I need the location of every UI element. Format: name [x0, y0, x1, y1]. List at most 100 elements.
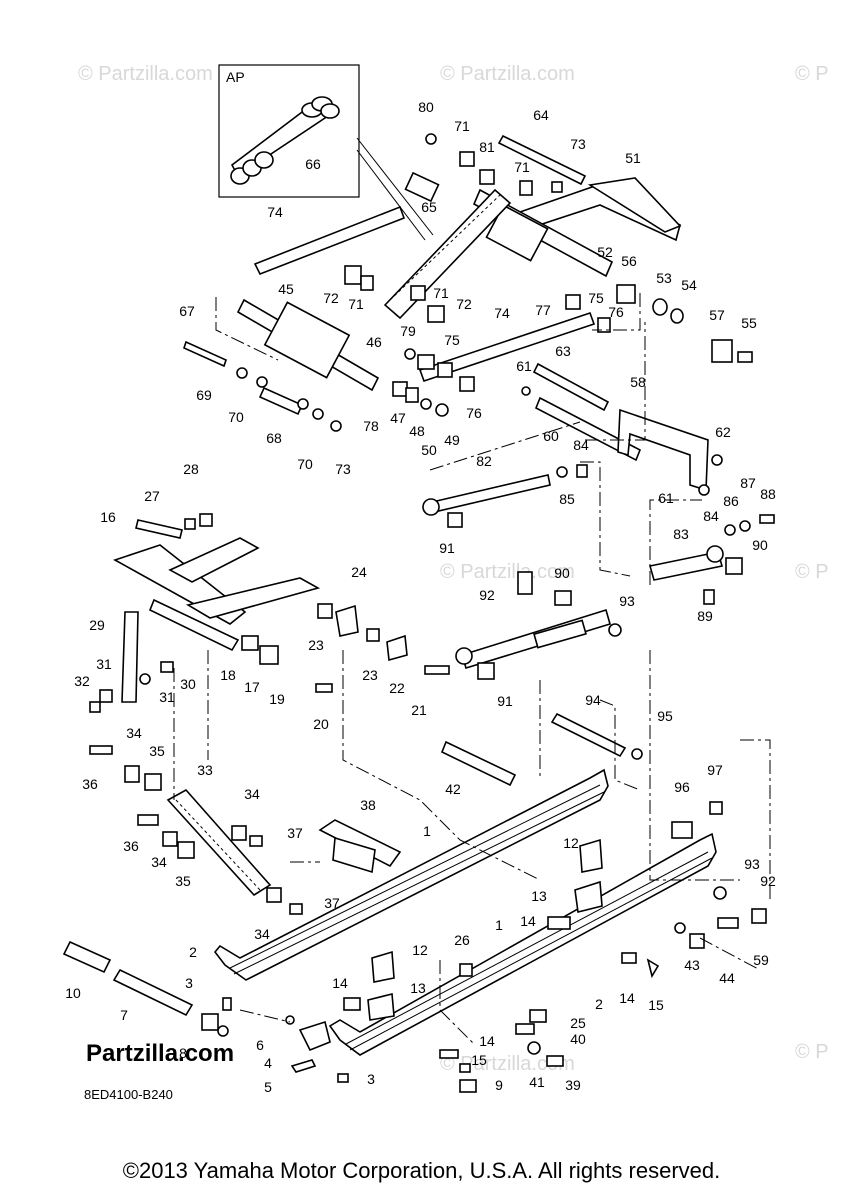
callout-number: 90: [752, 537, 768, 553]
callout-number: 71: [514, 159, 530, 175]
callout-number: 77: [535, 302, 551, 318]
callout-number: 21: [411, 702, 427, 718]
callout-number: 25: [570, 1015, 586, 1031]
watermark: © Partzilla.com: [78, 63, 213, 85]
callout-number: 34: [254, 926, 270, 942]
callout-number: 8: [179, 1045, 187, 1061]
callout-number: 84: [573, 437, 589, 453]
callout-number: 79: [400, 323, 416, 339]
callout-number: 23: [308, 637, 324, 653]
callout-number: 41: [529, 1074, 545, 1090]
callout-number: 19: [269, 691, 285, 707]
callout-number: 36: [82, 776, 98, 792]
drawing-code: 8ED4100-B240: [84, 1087, 173, 1102]
callout-number: 53: [656, 270, 672, 286]
watermark: © P: [795, 63, 829, 85]
callout-number: 92: [479, 587, 495, 603]
callout-number: 2: [595, 996, 603, 1012]
callout-number: 13: [531, 888, 547, 904]
callout-number: 71: [454, 118, 470, 134]
callout-number: 26: [454, 932, 470, 948]
callout-number: 29: [89, 617, 105, 633]
partzilla-logo: Partzilla.com: [86, 1040, 235, 1067]
callout-number: 72: [323, 290, 339, 306]
hardware-middle: [89, 513, 743, 915]
callout-number: 1: [495, 917, 503, 933]
callout-number: 55: [741, 315, 757, 331]
callout-number: 67: [179, 303, 195, 319]
callout-number: 33: [197, 762, 213, 778]
callout-number: 5: [264, 1079, 272, 1095]
callout-number: 83: [673, 526, 689, 542]
callout-number: 91: [497, 693, 513, 709]
inset-ap: AP: [218, 64, 434, 241]
callout-number: 16: [100, 509, 116, 525]
callout-number: 14: [479, 1033, 495, 1049]
callout-number: 44: [719, 970, 735, 986]
callout-number: 14: [520, 913, 536, 929]
bellows-boot-icon: [230, 96, 340, 185]
callout-number: 92: [760, 873, 776, 889]
callout-number: 47: [390, 410, 406, 426]
callout-number: 49: [444, 432, 460, 448]
watermark: © P: [795, 1041, 829, 1063]
callout-number: 84: [703, 508, 719, 524]
callout-number: 31: [96, 656, 112, 672]
callout-number: 18: [220, 667, 236, 683]
callout-number: 35: [149, 743, 165, 759]
callout-number: 97: [707, 762, 723, 778]
callout-number: 85: [559, 491, 575, 507]
callout-number: 22: [389, 680, 405, 696]
callout-number: 71: [433, 285, 449, 301]
callout-number: 24: [351, 564, 367, 580]
callout-number: 37: [324, 895, 340, 911]
callout-number: 58: [630, 374, 646, 390]
callout-number: 66: [305, 156, 321, 172]
watermark: © Partzilla.com: [440, 1053, 575, 1075]
callout-number: 90: [554, 565, 570, 581]
callout-number: 37: [287, 825, 303, 841]
callout-number: 46: [366, 334, 382, 350]
callout-number: 32: [74, 673, 90, 689]
callout-number: 56: [621, 253, 637, 269]
watermark: © Partzilla.com: [440, 63, 575, 85]
callout-number: 1: [423, 823, 431, 839]
callout-number: 73: [570, 136, 586, 152]
callout-number: 73: [335, 461, 351, 477]
callout-number: 60: [543, 428, 559, 444]
front-shock: [166, 788, 272, 897]
callout-number: 91: [439, 540, 455, 556]
watermark: © Partzilla.com: [440, 561, 575, 583]
hardware-upper: [236, 133, 775, 536]
callout-number: 38: [360, 797, 376, 813]
callout-number: 82: [476, 453, 492, 469]
callout-number: 57: [709, 307, 725, 323]
callout-number: 13: [410, 980, 426, 996]
callout-number: 39: [565, 1077, 581, 1093]
callout-number: 80: [418, 99, 434, 115]
copyright-notice: ©2013 Yamaha Motor Corporation, U.S.A. A…: [122, 1158, 721, 1183]
callout-number: 61: [516, 358, 532, 374]
callout-number: 69: [196, 387, 212, 403]
callout-number: 15: [471, 1052, 487, 1068]
callout-number: 71: [348, 296, 364, 312]
callout-number: 7: [120, 1007, 128, 1023]
callout-number: 43: [684, 957, 700, 973]
leader-lines: [173, 293, 771, 1046]
rear-arm-assembly: [183, 134, 709, 516]
callout-number: 40: [570, 1031, 586, 1047]
callout-number: 59: [753, 952, 769, 968]
callout-number: 81: [479, 139, 495, 155]
callout-number: 74: [494, 305, 510, 321]
callout-number: 36: [123, 838, 139, 854]
callout-number: 93: [744, 856, 760, 872]
callout-number: 6: [256, 1037, 264, 1053]
callout-number: 45: [278, 281, 294, 297]
callout-number: 4: [264, 1055, 272, 1071]
callout-number: 96: [674, 779, 690, 795]
callout-number: 75: [444, 332, 460, 348]
callout-number: 14: [619, 990, 635, 1006]
bracket-38: [318, 819, 402, 874]
callout-number: 27: [144, 488, 160, 504]
